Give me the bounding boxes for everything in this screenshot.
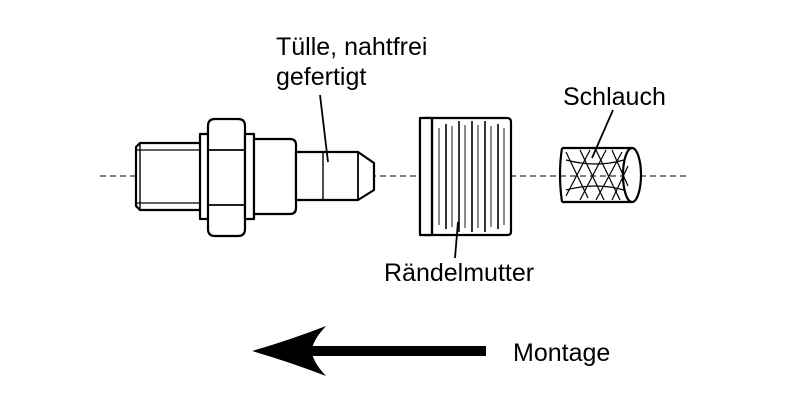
knurled-nut xyxy=(418,116,513,237)
thread-end xyxy=(134,141,204,212)
hose xyxy=(558,146,643,204)
hex-nut xyxy=(206,117,247,238)
schlauch-leader xyxy=(591,109,614,159)
tuelle-leader xyxy=(319,94,329,163)
fitting xyxy=(134,117,376,238)
body-neck xyxy=(252,137,298,216)
montage-label: Montage xyxy=(513,339,610,367)
schlauch-label: Schlauch xyxy=(563,83,666,111)
tuelle-label-line1: Tülle, nahtfrei xyxy=(276,33,427,61)
raendelmutter-leader xyxy=(454,221,459,259)
collar-right xyxy=(243,132,256,221)
tuelle-label-line2: gefertigt xyxy=(276,63,366,91)
raendelmutter-label: Rändelmutter xyxy=(384,259,534,287)
montage-arrow xyxy=(252,326,486,376)
hose-nipple xyxy=(294,150,376,202)
